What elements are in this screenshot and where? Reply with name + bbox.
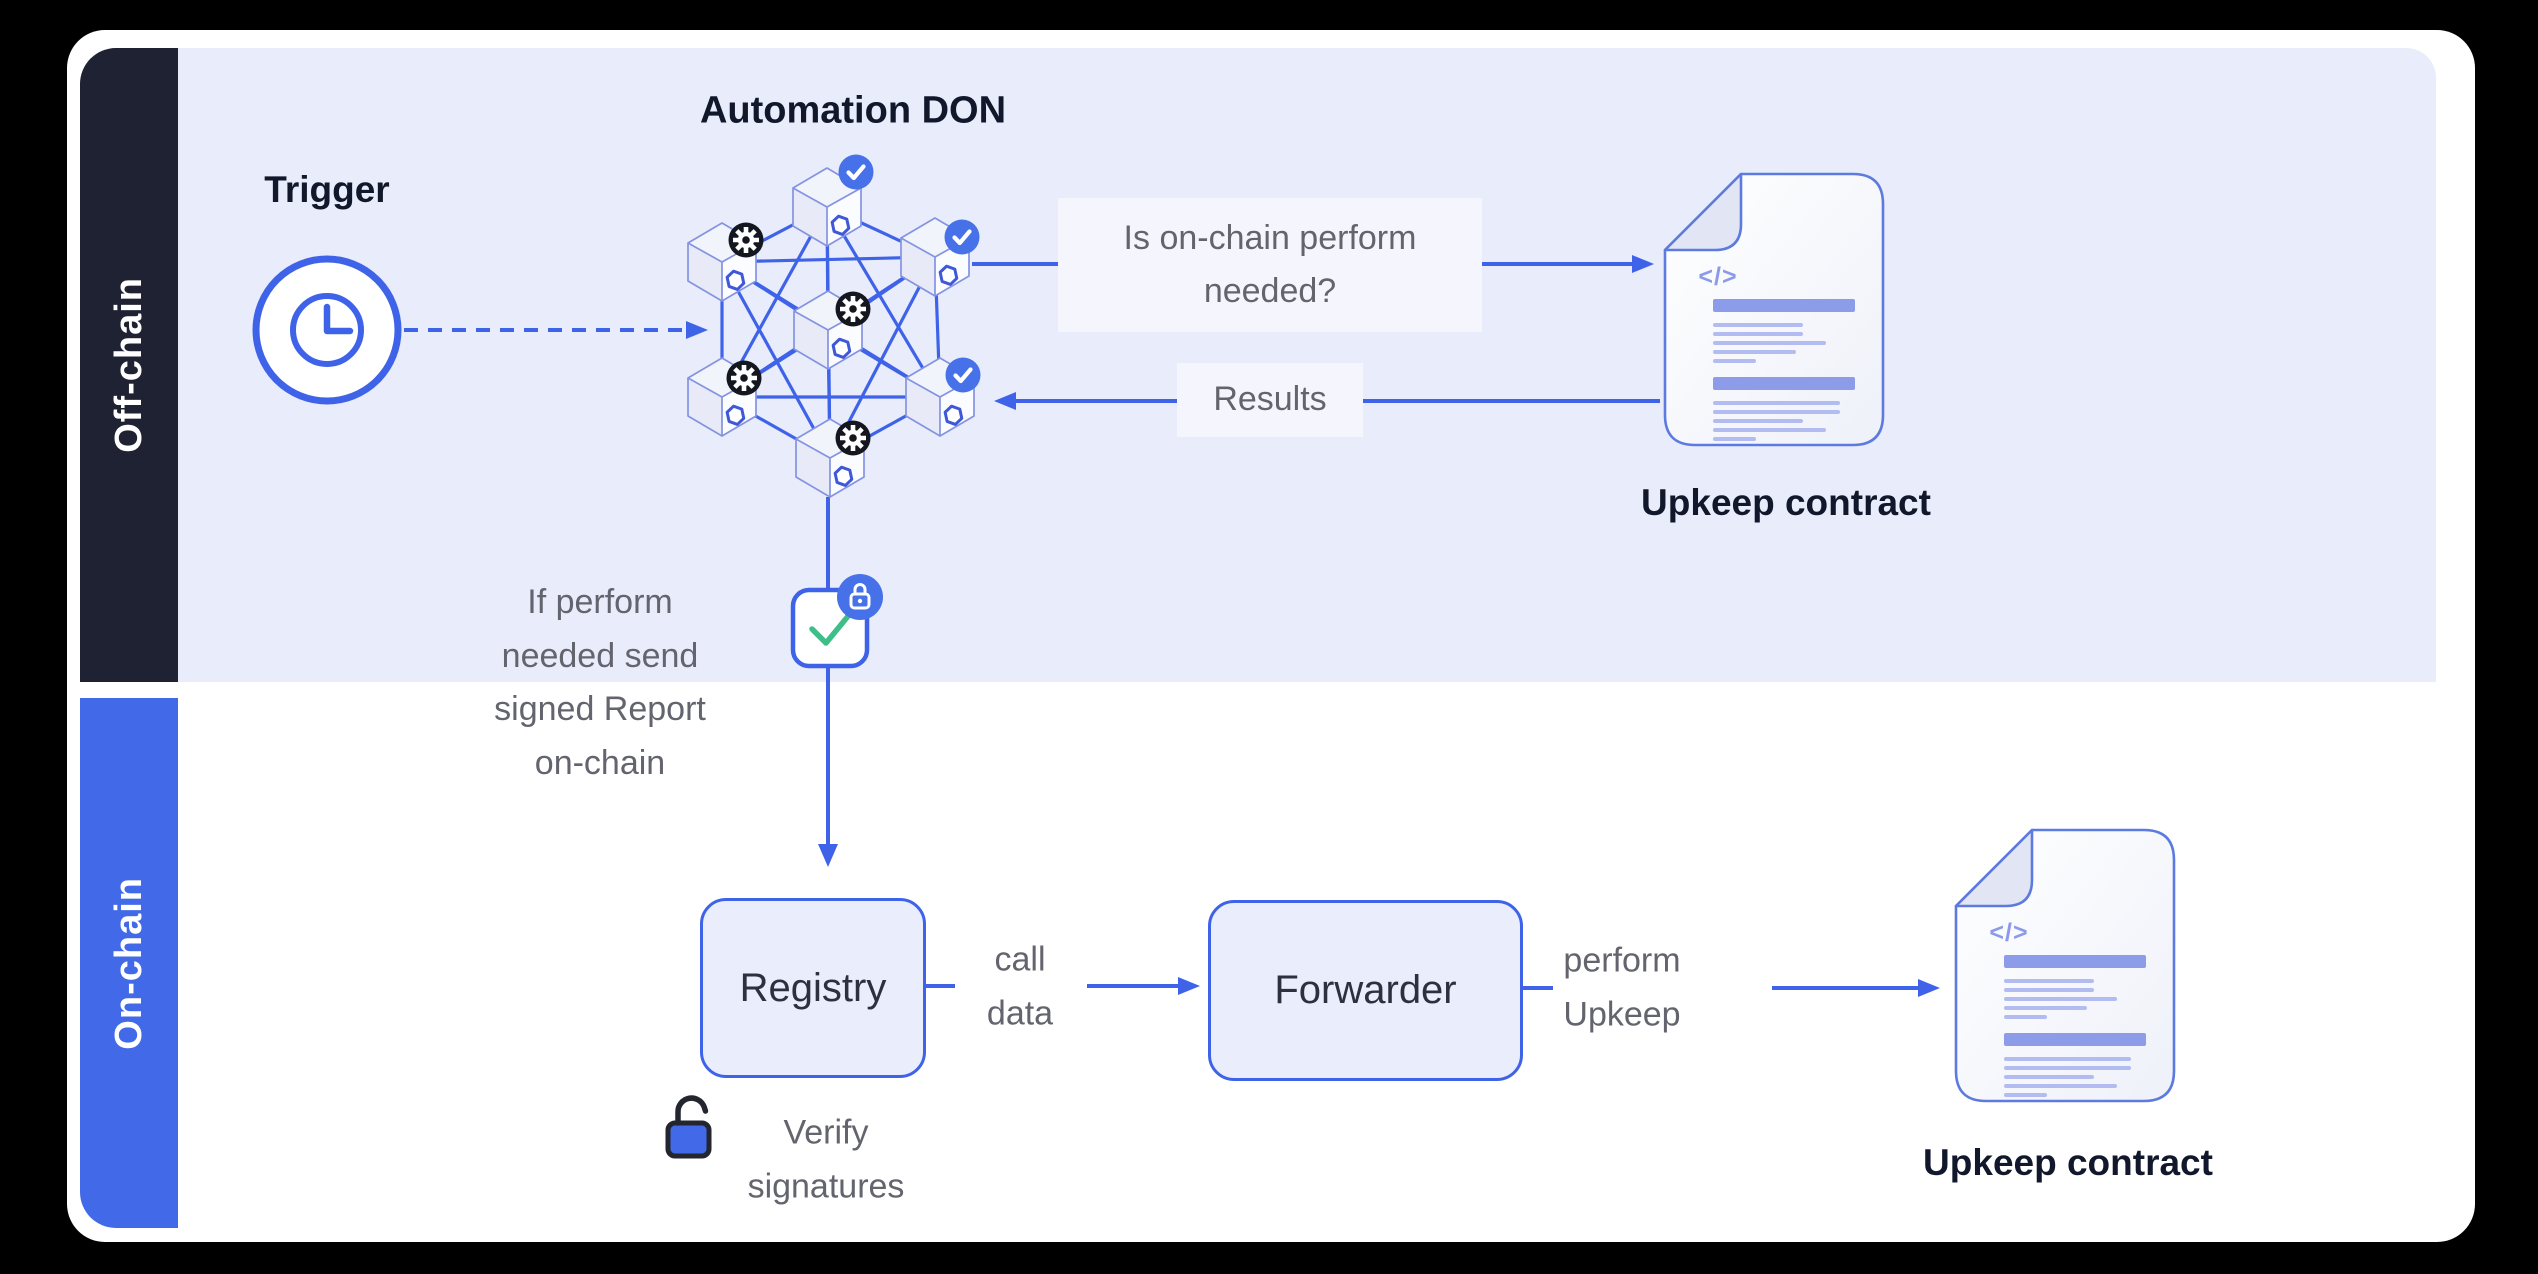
report-note-line-2: needed send	[501, 636, 699, 675]
call-data-label: call data	[987, 934, 1053, 1041]
results-label-chip: Results	[1177, 363, 1363, 437]
call-data-line-2: data	[986, 994, 1054, 1032]
onchain-sidebar: On-chain	[80, 698, 178, 1228]
check-badge-icon	[945, 220, 980, 255]
call-data-line-1: call	[994, 940, 1046, 979]
flow-connectors	[404, 262, 1919, 990]
verify-signatures-label: Verify signatures	[748, 1107, 905, 1214]
question-label: Is on-chain perform needed?	[1058, 198, 1482, 332]
check-badge-icon	[839, 155, 874, 190]
code-document-icon	[1663, 172, 1885, 447]
perform-upkeep-label: perform Upkeep	[1563, 935, 1680, 1042]
perform-upkeep-line-2: Upkeep	[1563, 995, 1681, 1033]
question-line-2: needed?	[1203, 272, 1337, 310]
gear-badge-icon	[727, 361, 762, 396]
report-note-line-3: signed Report	[494, 690, 706, 728]
don-network-nodes	[686, 166, 976, 499]
report-note: If perform needed send signed Report on-…	[494, 576, 706, 790]
forwarder-box: Forwarder	[1208, 900, 1523, 1081]
unlock-icon	[665, 1095, 712, 1159]
gear-badge-icon	[836, 421, 871, 456]
report-note-line-4: on-chain	[534, 743, 666, 782]
code-glyph: </>	[1989, 918, 2029, 947]
upkeep-contract-label-offchain: Upkeep contract	[1641, 482, 1931, 523]
code-glyph: </>	[1698, 262, 1738, 291]
verify-line-1: Verify	[783, 1113, 869, 1152]
verify-line-2: signatures	[747, 1167, 905, 1205]
gear-badge-icon	[836, 292, 871, 327]
check-badge-icon	[946, 358, 981, 393]
code-document-icon	[1954, 828, 2176, 1103]
upkeep-contract-label-onchain: Upkeep contract	[1923, 1142, 2213, 1183]
flow-arrowheads	[686, 255, 1940, 997]
question-line-1: Is on-chain perform	[1123, 218, 1417, 257]
registry-label: Registry	[739, 965, 887, 1010]
results-label: Results	[1213, 380, 1327, 419]
signed-report-check-icon	[790, 574, 883, 669]
automation-don-title: Automation DON	[699, 89, 1007, 132]
clock-icon	[252, 255, 402, 405]
report-note-line-1: If perform	[527, 583, 673, 621]
gear-badge-icon	[729, 223, 764, 258]
registry-box: Registry	[700, 898, 926, 1078]
offchain-sidebar: Off-chain	[80, 48, 178, 682]
trigger-label: Trigger	[264, 169, 390, 210]
perform-upkeep-line-1: perform	[1563, 941, 1681, 980]
forwarder-label: Forwarder	[1274, 968, 1457, 1012]
lock-badge-icon	[837, 574, 883, 620]
